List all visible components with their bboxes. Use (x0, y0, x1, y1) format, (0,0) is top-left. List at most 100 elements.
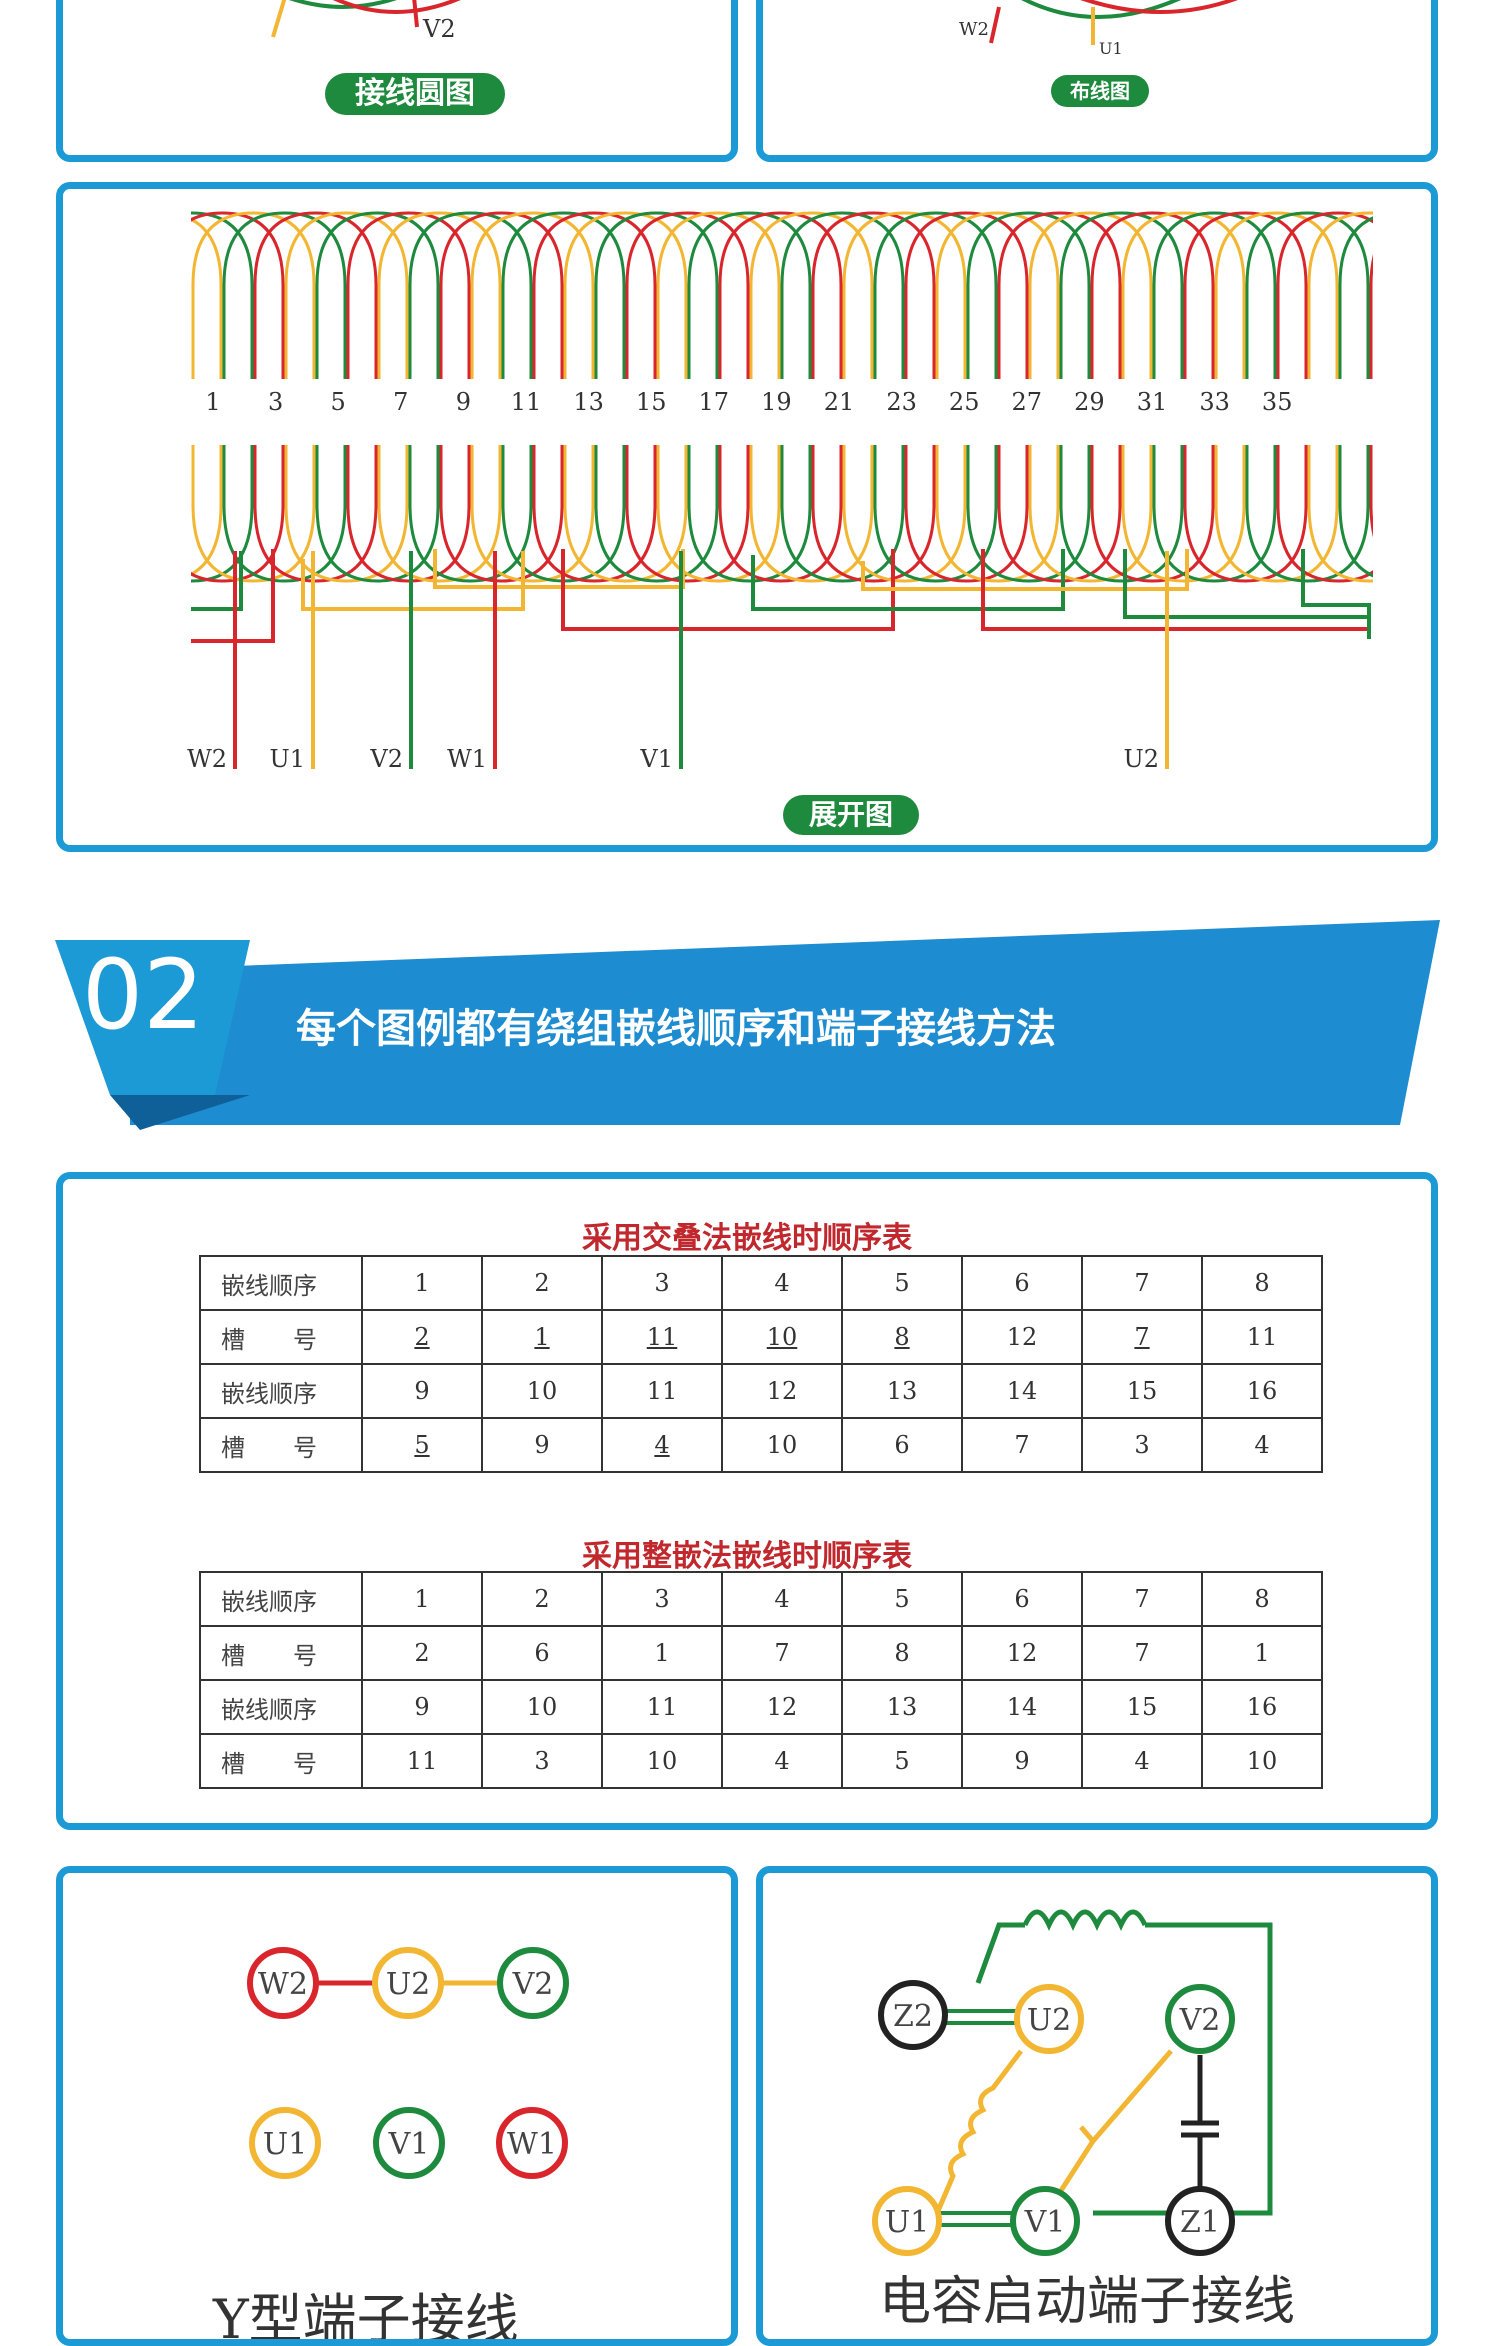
expansion-diagram-pill: 展开图 (783, 795, 919, 835)
coil (935, 211, 1060, 583)
table-cell: 1 (361, 1571, 483, 1627)
coil (594, 211, 719, 583)
y-terminal-panel: W2 U2 V2 U1 V1 W1 Y型端子接线 (56, 1866, 738, 2346)
slot-number: 33 (1199, 388, 1230, 416)
table-cell: 8 (841, 1309, 963, 1365)
table-cell: 9 (361, 1363, 483, 1419)
terminal-label: U2 (386, 1967, 430, 2002)
slot-number: 15 (636, 388, 667, 416)
table-cell: 7 (1081, 1625, 1203, 1681)
table-cell: 8 (841, 1625, 963, 1681)
table-row: 槽 号 2 1 11 10 8 12 7 11 (199, 1309, 1323, 1365)
table-cell: 14 (961, 1363, 1083, 1419)
slot-number: 27 (1012, 388, 1043, 416)
terminal-label: V2 (512, 1967, 554, 2002)
slot-number: 13 (573, 388, 604, 416)
table-cell: 6 (481, 1625, 603, 1681)
coil (1276, 211, 1373, 583)
table-cell: 10 (601, 1733, 723, 1789)
coil (749, 211, 874, 583)
terminal-label-w2: W2 (959, 19, 989, 40)
y-terminal-diagram: W2 U2 V2 U1 V1 W1 (247, 1947, 569, 2179)
table-cell: 4 (601, 1417, 723, 1473)
coil (346, 211, 471, 583)
wiring-layout-pill: 布线图 (1051, 75, 1149, 107)
table-cell: 5 (841, 1571, 963, 1627)
terminal-label: W1 (507, 2127, 557, 2162)
slot-number: 19 (761, 388, 792, 416)
terminal-w2: W2 (247, 1947, 319, 2019)
row-header: 嵌线顺序 (199, 1571, 363, 1627)
coil (1028, 211, 1153, 583)
connection-line (191, 551, 243, 611)
table-cell: 6 (841, 1417, 963, 1473)
terminal-label: U2 (1124, 745, 1160, 773)
terminal-u2: U2 (1014, 1984, 1084, 2054)
table-cell: 13 (841, 1679, 963, 1735)
terminal-label: V2 (1179, 2003, 1221, 2038)
coil (315, 211, 440, 583)
capacitor-terminal-diagram: Z2 U2 V2 U1 V1 Z1 (872, 1909, 1273, 2256)
coil (656, 211, 781, 583)
winding-sequence-panel: 采用交叠法嵌线时顺序表 嵌线顺序 1 2 3 4 5 6 7 8 槽 号 2 1… (56, 1172, 1438, 1830)
coil (1307, 211, 1373, 583)
table-cell: 8 (1201, 1255, 1323, 1311)
terminal-label: Z1 (1180, 2205, 1220, 2240)
coil (966, 211, 1091, 583)
winding-circle-panel: V2 接线圆图 (56, 0, 738, 162)
table-cell: 6 (961, 1255, 1083, 1311)
slot-number: 5 (331, 388, 346, 416)
table-cell: 3 (601, 1255, 723, 1311)
table-cell: 3 (481, 1733, 603, 1789)
table-cell: 1 (601, 1625, 723, 1681)
table-cell: 8 (1201, 1571, 1323, 1627)
y-terminal-caption: Y型端子接线 (213, 2288, 519, 2346)
terminal-label: V1 (1024, 2205, 1066, 2240)
table-cell: 1 (1201, 1625, 1323, 1681)
slot-number: 31 (1137, 388, 1168, 416)
table-cell: 3 (1081, 1417, 1203, 1473)
coil (811, 211, 936, 583)
table-cell: 5 (361, 1417, 483, 1473)
coil (904, 211, 1029, 583)
table-cell: 10 (721, 1309, 843, 1365)
table-cell: 7 (1081, 1255, 1203, 1311)
table-cell: 5 (841, 1733, 963, 1789)
table-cell: 1 (361, 1255, 483, 1311)
connection-line (861, 549, 1189, 591)
terminal-z2: Z2 (878, 1980, 948, 2050)
table-cell: 7 (721, 1625, 843, 1681)
slot-number: 25 (949, 388, 980, 416)
coil (1183, 211, 1308, 583)
capacitor-terminal-panel: Z2 U2 V2 U1 V1 Z1 电容启动端子接线 (756, 1866, 1438, 2346)
coil (532, 211, 657, 583)
table-row: 嵌线顺序 1 2 3 4 5 6 7 8 (199, 1255, 1323, 1311)
table-cell: 12 (961, 1625, 1083, 1681)
coil (873, 211, 998, 583)
coil (377, 211, 502, 583)
table-cell: 4 (721, 1733, 843, 1789)
lap-method-table-title: 采用交叠法嵌线时顺序表 (582, 1221, 912, 1256)
table-cell: 10 (481, 1363, 603, 1419)
table-cell: 11 (601, 1309, 723, 1365)
table-cell: 10 (481, 1679, 603, 1735)
row-header: 槽 号 (199, 1417, 363, 1473)
table-cell: 7 (1081, 1571, 1203, 1627)
table-cell: 14 (961, 1679, 1083, 1735)
table-cell: 2 (361, 1309, 483, 1365)
table-cell: 7 (1081, 1309, 1203, 1365)
table-cell: 11 (1201, 1309, 1323, 1365)
table-cell: 12 (961, 1309, 1083, 1365)
coil (1369, 254, 1373, 538)
row-header: 嵌线顺序 (199, 1363, 363, 1419)
slot-number: 9 (456, 388, 471, 416)
table-cell: 13 (841, 1363, 963, 1419)
slot-number: 21 (824, 388, 855, 416)
terminal-label: V2 (369, 745, 403, 773)
terminal-z1: Z1 (1165, 2186, 1235, 2256)
table-row: 嵌线顺序 1 2 3 4 5 6 7 8 (199, 1571, 1323, 1627)
terminal-label: V1 (388, 2127, 430, 2162)
row-header: 槽 号 (199, 1625, 363, 1681)
slot-number: 3 (268, 388, 283, 416)
